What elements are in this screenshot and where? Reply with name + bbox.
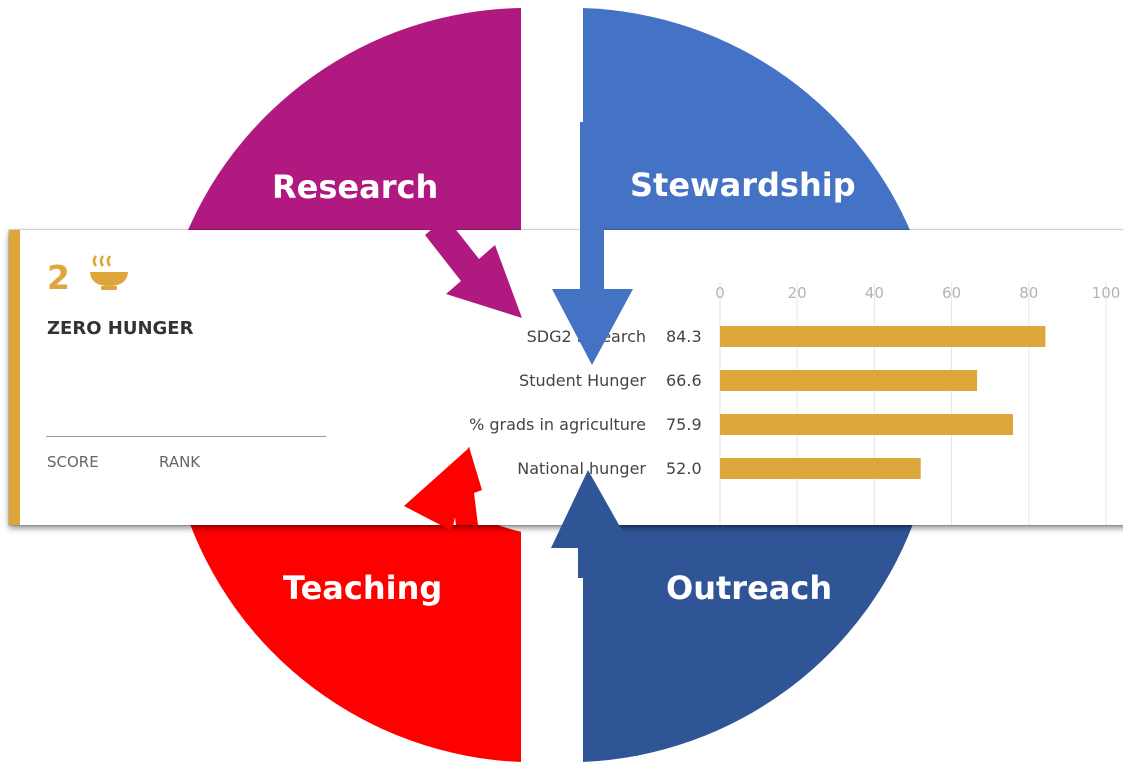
category-label: National hunger [517, 459, 646, 478]
goal-title: ZERO HUNGER [47, 318, 194, 339]
stewardship-arrow [552, 122, 633, 365]
category-label: Student Hunger [519, 371, 646, 390]
x-tick-label: 0 [715, 284, 725, 302]
bar [720, 414, 1013, 435]
x-tick-label: 80 [1019, 284, 1038, 302]
x-tick-label: 60 [942, 284, 961, 302]
teaching-quadrant [185, 510, 521, 762]
value-label: 66.6 [666, 371, 702, 390]
bar [720, 370, 978, 391]
bar [720, 326, 1046, 347]
score-label: SCORE [47, 453, 99, 471]
research-arrow [425, 217, 522, 318]
card-accent-bar [9, 230, 20, 525]
stewardship-label: Stewardship [630, 166, 856, 204]
teaching-label: Teaching [283, 569, 442, 607]
stewardship-quadrant [583, 8, 918, 250]
divider [46, 436, 326, 437]
outreach-label: Outreach [666, 569, 832, 607]
value-label: 52.0 [666, 459, 702, 478]
value-label: 75.9 [666, 415, 702, 434]
value-label: 84.3 [666, 327, 702, 346]
category-label: % grads in agriculture [469, 415, 646, 434]
x-tick-label: 20 [788, 284, 807, 302]
outreach-quadrant [583, 510, 918, 762]
rank-label: RANK [159, 453, 201, 471]
soup-bowl-icon [90, 255, 128, 290]
x-tick-label: 40 [865, 284, 884, 302]
research-label: Research [272, 168, 438, 206]
bar [720, 458, 921, 479]
goal-number: 2 [47, 258, 70, 297]
research-quadrant [180, 8, 521, 250]
teaching-arrow [404, 447, 482, 531]
outreach-arrow [551, 470, 632, 578]
x-tick-label: 100 [1092, 284, 1121, 302]
